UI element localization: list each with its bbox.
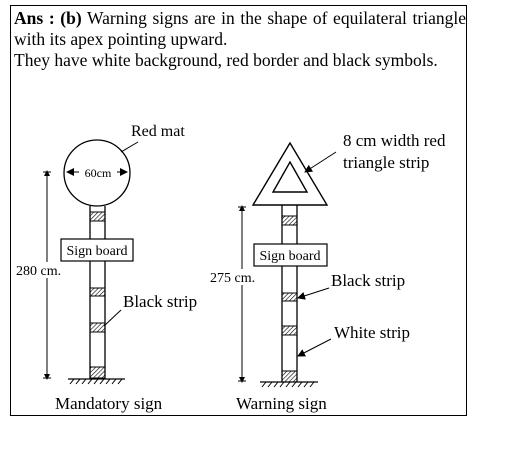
answer-line-1: Warning signs are in the shape of equila… [14, 8, 466, 49]
dim-arrow-up [44, 170, 50, 176]
triangle-strip-label-1: 8 cm width red [343, 131, 446, 150]
dim-arrow-up [239, 205, 245, 211]
red-mat-label: Red mat [131, 123, 185, 140]
warning-ground-hatch [261, 381, 315, 388]
warning-white-strip-label: White strip [334, 323, 410, 342]
warning-caption: Warning sign [236, 394, 327, 413]
strip [89, 211, 106, 222]
mandatory-height-label: 280 cm. [16, 264, 61, 279]
answer-text: Ans : (b) Warning signs are in the shape… [14, 8, 466, 71]
width-label-bg [79, 164, 117, 180]
strip [281, 325, 298, 336]
width-label: 60cm [85, 166, 112, 180]
strip [89, 322, 106, 333]
warning-sign-board-label: Sign board [259, 249, 320, 264]
warning-black-strip-label: Black strip [331, 271, 405, 290]
height-label-bg [208, 269, 263, 285]
mandatory-caption: Mandatory sign [55, 394, 163, 413]
mandatory-sign-board-label: Sign board [66, 244, 127, 259]
answer-line-2: They have white background, red border a… [14, 50, 438, 70]
triangle-strip-arrow [304, 151, 337, 173]
warning-triangle-inner [271, 160, 309, 193]
strip [89, 287, 106, 297]
warning-black-strip-arrow [297, 287, 330, 300]
strip [89, 366, 106, 379]
warning-white-strip-arrow [297, 338, 332, 357]
warning-sign: 8 cm width red triangle strip Sign board [208, 131, 446, 413]
answer-prefix: Ans : (b) [14, 8, 82, 28]
mandatory-sign-board [60, 238, 134, 262]
dim-arrow-down [44, 374, 50, 380]
dim-arrow-down [239, 377, 245, 383]
answer-box [10, 5, 467, 416]
strip [281, 292, 298, 302]
mandatory-ground-hatch [69, 378, 123, 385]
height-label-bg [14, 262, 68, 278]
mandatory-black-strip-leader [103, 309, 122, 327]
strip [281, 370, 298, 383]
triangle-strip-label-2: triangle strip [343, 153, 429, 172]
strip [281, 215, 298, 226]
mandatory-sign: 60cm Red mat Sign board 280 cm. [14, 123, 197, 413]
warning-height-label: 275 cm. [210, 271, 255, 286]
warning-sign-board [253, 243, 328, 267]
mandatory-black-strip-label: Black strip [123, 292, 197, 311]
red-mat-leader [120, 141, 139, 153]
